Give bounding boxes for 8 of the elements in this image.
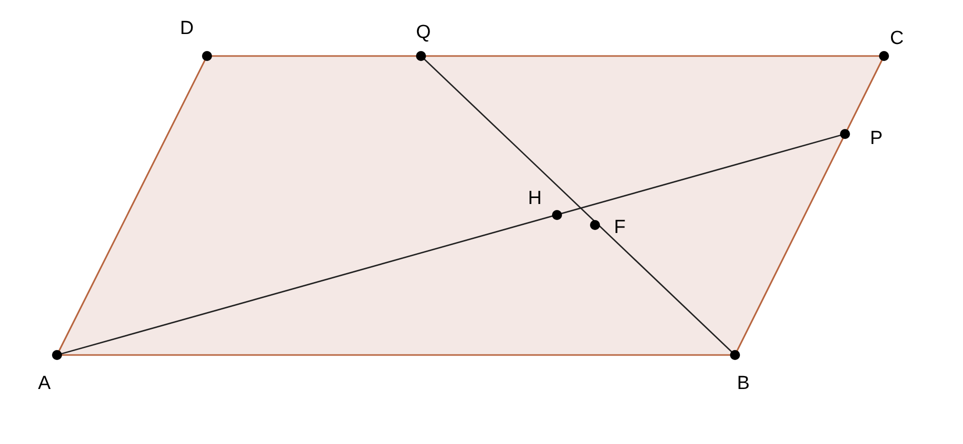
point-label: H — [528, 188, 542, 209]
point-label: C — [890, 28, 904, 49]
point-label: D — [180, 18, 194, 39]
point-label: B — [737, 373, 750, 394]
point-label: A — [38, 373, 51, 394]
point-label: F — [614, 217, 626, 238]
point-label: Q — [416, 22, 431, 43]
point-label: P — [870, 128, 883, 149]
